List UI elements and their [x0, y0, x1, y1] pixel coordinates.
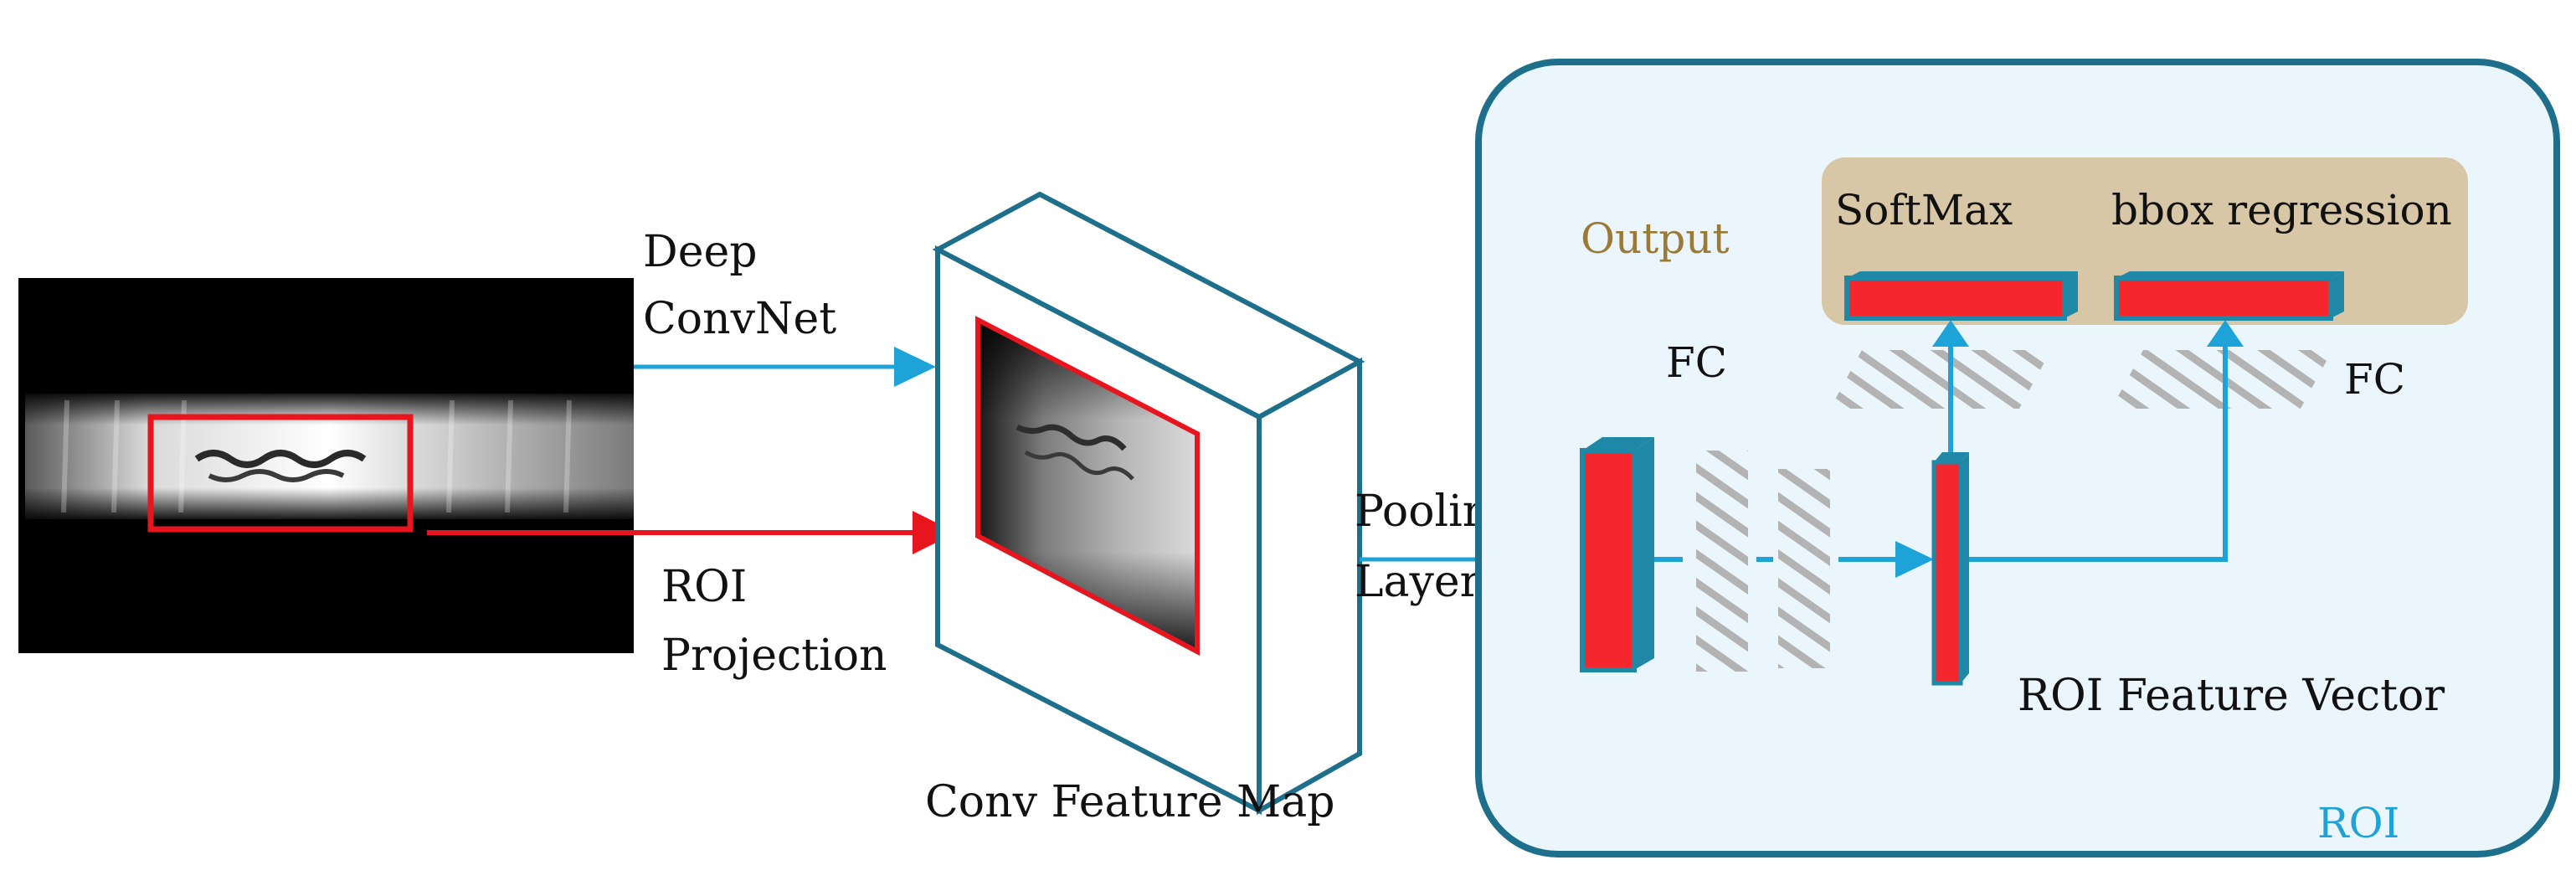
bbox-up-arrow	[1969, 320, 2244, 562]
vector-arrowhead	[1895, 541, 1934, 578]
roi-projection-label-2: Projection	[661, 631, 887, 681]
softmax-up-arrow	[1932, 320, 1969, 452]
softmax-block	[1844, 271, 2078, 321]
bbox-regression-label: bbox regression	[2111, 186, 2452, 234]
roi-projection-arrow	[427, 511, 956, 554]
roi-box-input	[147, 414, 414, 533]
roi-projection-label-1: ROI	[661, 562, 747, 612]
conv-feature-map	[932, 191, 1365, 816]
fc-label-right: FC	[2344, 355, 2405, 404]
fc-hatch-bbox	[2111, 350, 2332, 409]
convnet-label: ConvNet	[643, 294, 836, 344]
roi-box-feature-map	[975, 316, 1200, 656]
feature-map-label: Conv Feature Map	[925, 777, 1335, 827]
layer-label: Layer	[1355, 557, 1481, 607]
fc-hatch-column-2	[1778, 469, 1830, 668]
fc-label-top: FC	[1666, 338, 1727, 387]
bbox-block	[2114, 271, 2344, 321]
fc-hatch-softmax	[1830, 350, 2051, 409]
output-label: Output	[1581, 214, 1730, 263]
input-xray-image	[18, 278, 634, 653]
deep-label: Deep	[643, 227, 758, 277]
roi-panel-label: ROI	[2317, 799, 2399, 847]
roi-feature-vector-label: ROI Feature Vector	[2018, 671, 2445, 721]
roi-feature-vector-block	[1931, 452, 1969, 686]
fc-hatch-column-1	[1696, 451, 1748, 672]
deep-convnet-arrow	[634, 347, 936, 387]
softmax-label: SoftMax	[1835, 186, 2013, 234]
pooled-roi-block	[1580, 437, 1654, 672]
